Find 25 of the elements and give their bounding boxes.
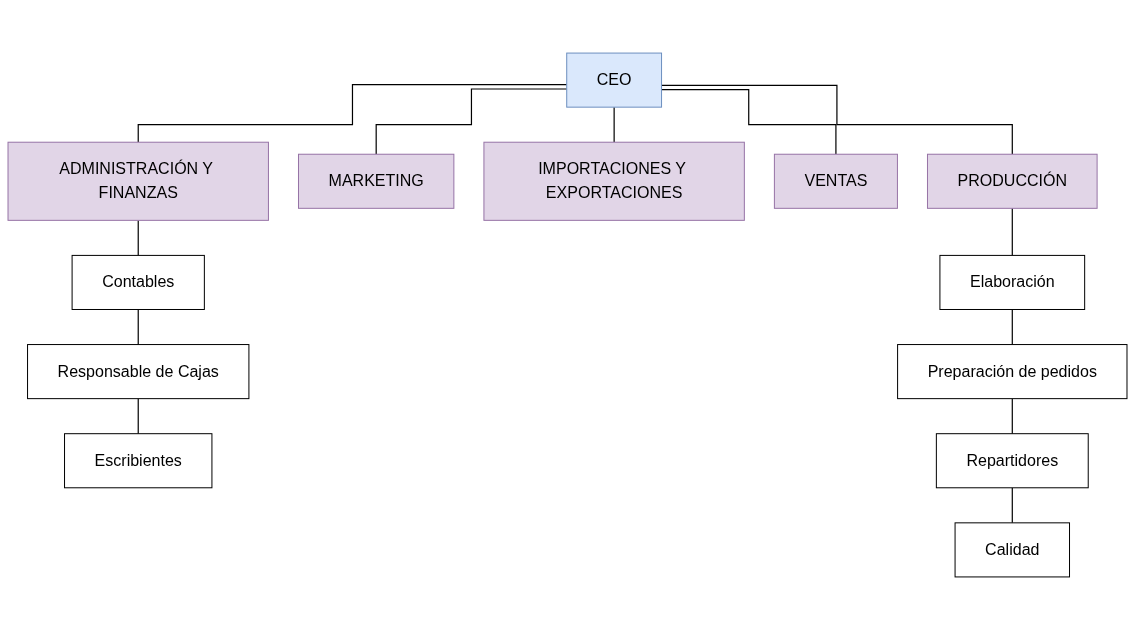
- connector: [613, 106, 615, 143]
- connector: [375, 88, 568, 155]
- node-box: Escribientes: [64, 433, 213, 489]
- connector: [660, 89, 837, 155]
- node-box: Contables: [71, 254, 205, 310]
- node-box: Responsable de Cajas: [27, 344, 250, 400]
- connector: [1011, 207, 1013, 256]
- connector: [660, 84, 1013, 155]
- node-box: Calidad: [954, 522, 1070, 578]
- node-box: ADMINISTRACIÓN Y FINANZAS: [7, 141, 269, 221]
- node-box: IMPORTACIONES Y EXPORTACIONES: [483, 141, 745, 221]
- node-box: Elaboración: [939, 254, 1086, 310]
- connector: [1011, 487, 1013, 524]
- connector: [1011, 398, 1013, 435]
- node-box: MARKETING: [298, 153, 455, 209]
- connector: [137, 398, 139, 435]
- node-box: PRODUCCIÓN: [927, 153, 1098, 209]
- connector: [137, 219, 139, 256]
- node-box: VENTAS: [773, 153, 898, 209]
- node-box: Repartidores: [935, 433, 1089, 489]
- node-box: Preparación de pedidos: [897, 344, 1128, 400]
- connector: [1011, 308, 1013, 346]
- node-box: CEO: [566, 52, 663, 108]
- connector: [137, 83, 568, 143]
- connector: [137, 308, 139, 346]
